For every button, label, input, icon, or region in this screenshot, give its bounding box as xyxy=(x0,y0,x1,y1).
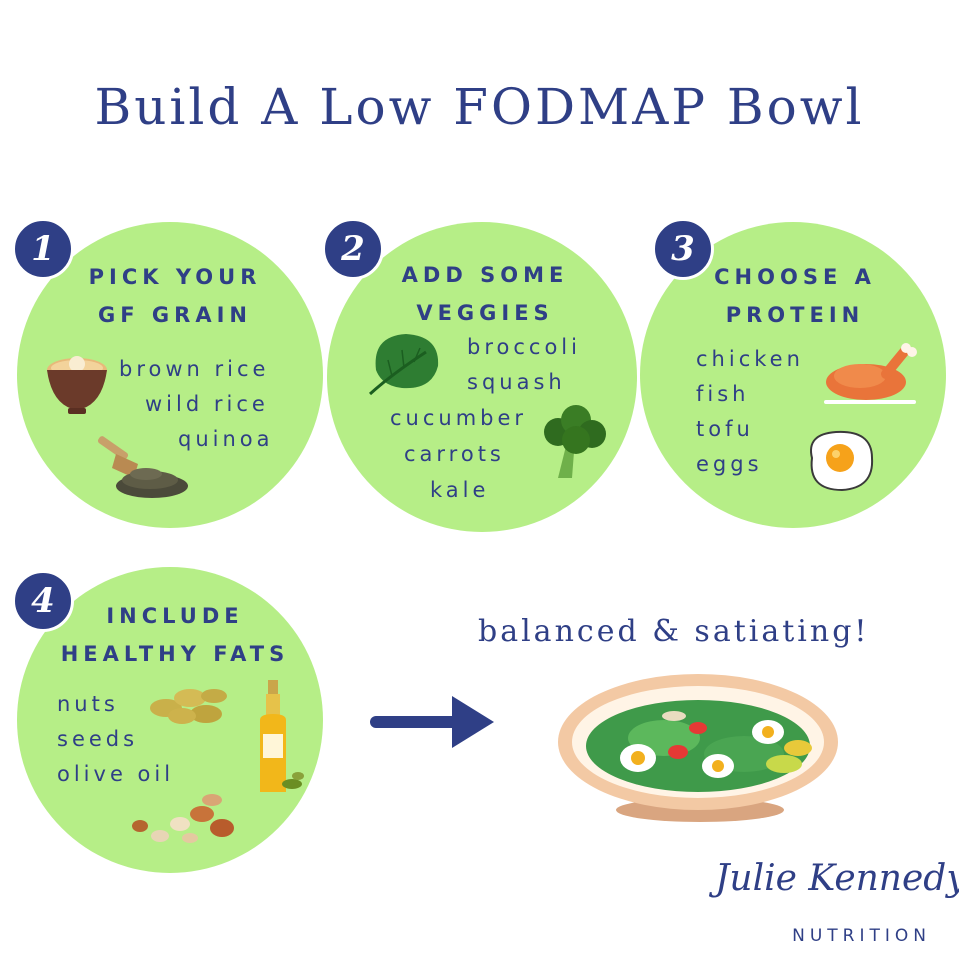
step-3-heading-line1: CHOOSE A xyxy=(714,265,876,289)
mixed-nuts-icon xyxy=(132,794,234,843)
step-4-item: nuts xyxy=(57,692,119,716)
step-3-heading: CHOOSE A PROTEIN xyxy=(680,258,910,334)
step-2-item: squash xyxy=(467,370,566,394)
page-title: Build A Low FODMAP Bowl xyxy=(94,78,865,136)
pumpkin-seeds-icon xyxy=(150,689,227,724)
step-1-item: brown rice xyxy=(119,357,270,381)
step-2-badge: 2 xyxy=(322,218,384,280)
step-2-item: carrots xyxy=(404,442,505,466)
step-2-item: kale xyxy=(430,478,490,502)
step-2-heading-line1: ADD SOME xyxy=(401,263,569,287)
step-2-heading-line2: VEGGIES xyxy=(416,301,554,325)
step-4-badge: 4 xyxy=(12,570,74,632)
grain-scoop-icon xyxy=(97,436,188,498)
step-2-heading: ADD SOME VEGGIES xyxy=(370,256,600,332)
step-4-heading-line2: HEALTHY FATS xyxy=(60,642,290,666)
step-2-item: broccoli xyxy=(467,335,581,359)
olive-oil-bottle-icon xyxy=(260,680,304,792)
fried-egg-icon xyxy=(810,430,874,492)
step-2-circle xyxy=(327,222,637,532)
logo-script-text: Julie Kennedy xyxy=(715,858,959,899)
step-3-item: tofu xyxy=(696,417,754,441)
step-3-heading-line2: PROTEIN xyxy=(725,303,865,327)
step-4-item: seeds xyxy=(57,727,139,751)
step-1-heading: PICK YOUR GF GRAIN xyxy=(60,258,290,334)
roast-chicken-icon xyxy=(824,343,917,404)
step-1-heading-line1: PICK YOUR xyxy=(88,265,262,289)
step-3-badge: 3 xyxy=(652,218,714,280)
step-3-item: fish xyxy=(696,382,750,406)
step-1-item: quinoa xyxy=(178,427,274,451)
step-1-heading-line2: GF GRAIN xyxy=(98,303,252,327)
tagline: balanced & satiating! xyxy=(478,614,870,649)
brand-logo: Julie Kennedy NUTRITION xyxy=(715,858,959,954)
rice-bowl-icon xyxy=(47,356,107,414)
arrow-right-icon xyxy=(370,696,494,748)
logo-subtitle: NUTRITION xyxy=(792,926,931,946)
step-1-badge: 1 xyxy=(12,218,74,280)
step-1-item: wild rice xyxy=(145,392,269,416)
spinach-leaf-icon xyxy=(368,334,439,396)
step-4-heading: INCLUDE HEALTHY FATS xyxy=(55,597,295,673)
step-4-heading-line1: INCLUDE xyxy=(106,604,244,628)
step-3-item: chicken xyxy=(696,347,804,371)
salad-bowl-icon xyxy=(558,674,838,822)
step-2-item: cucumber xyxy=(390,406,528,430)
broccoli-icon xyxy=(544,405,606,478)
step-4-item: olive oil xyxy=(57,762,175,786)
step-3-item: eggs xyxy=(696,452,763,476)
